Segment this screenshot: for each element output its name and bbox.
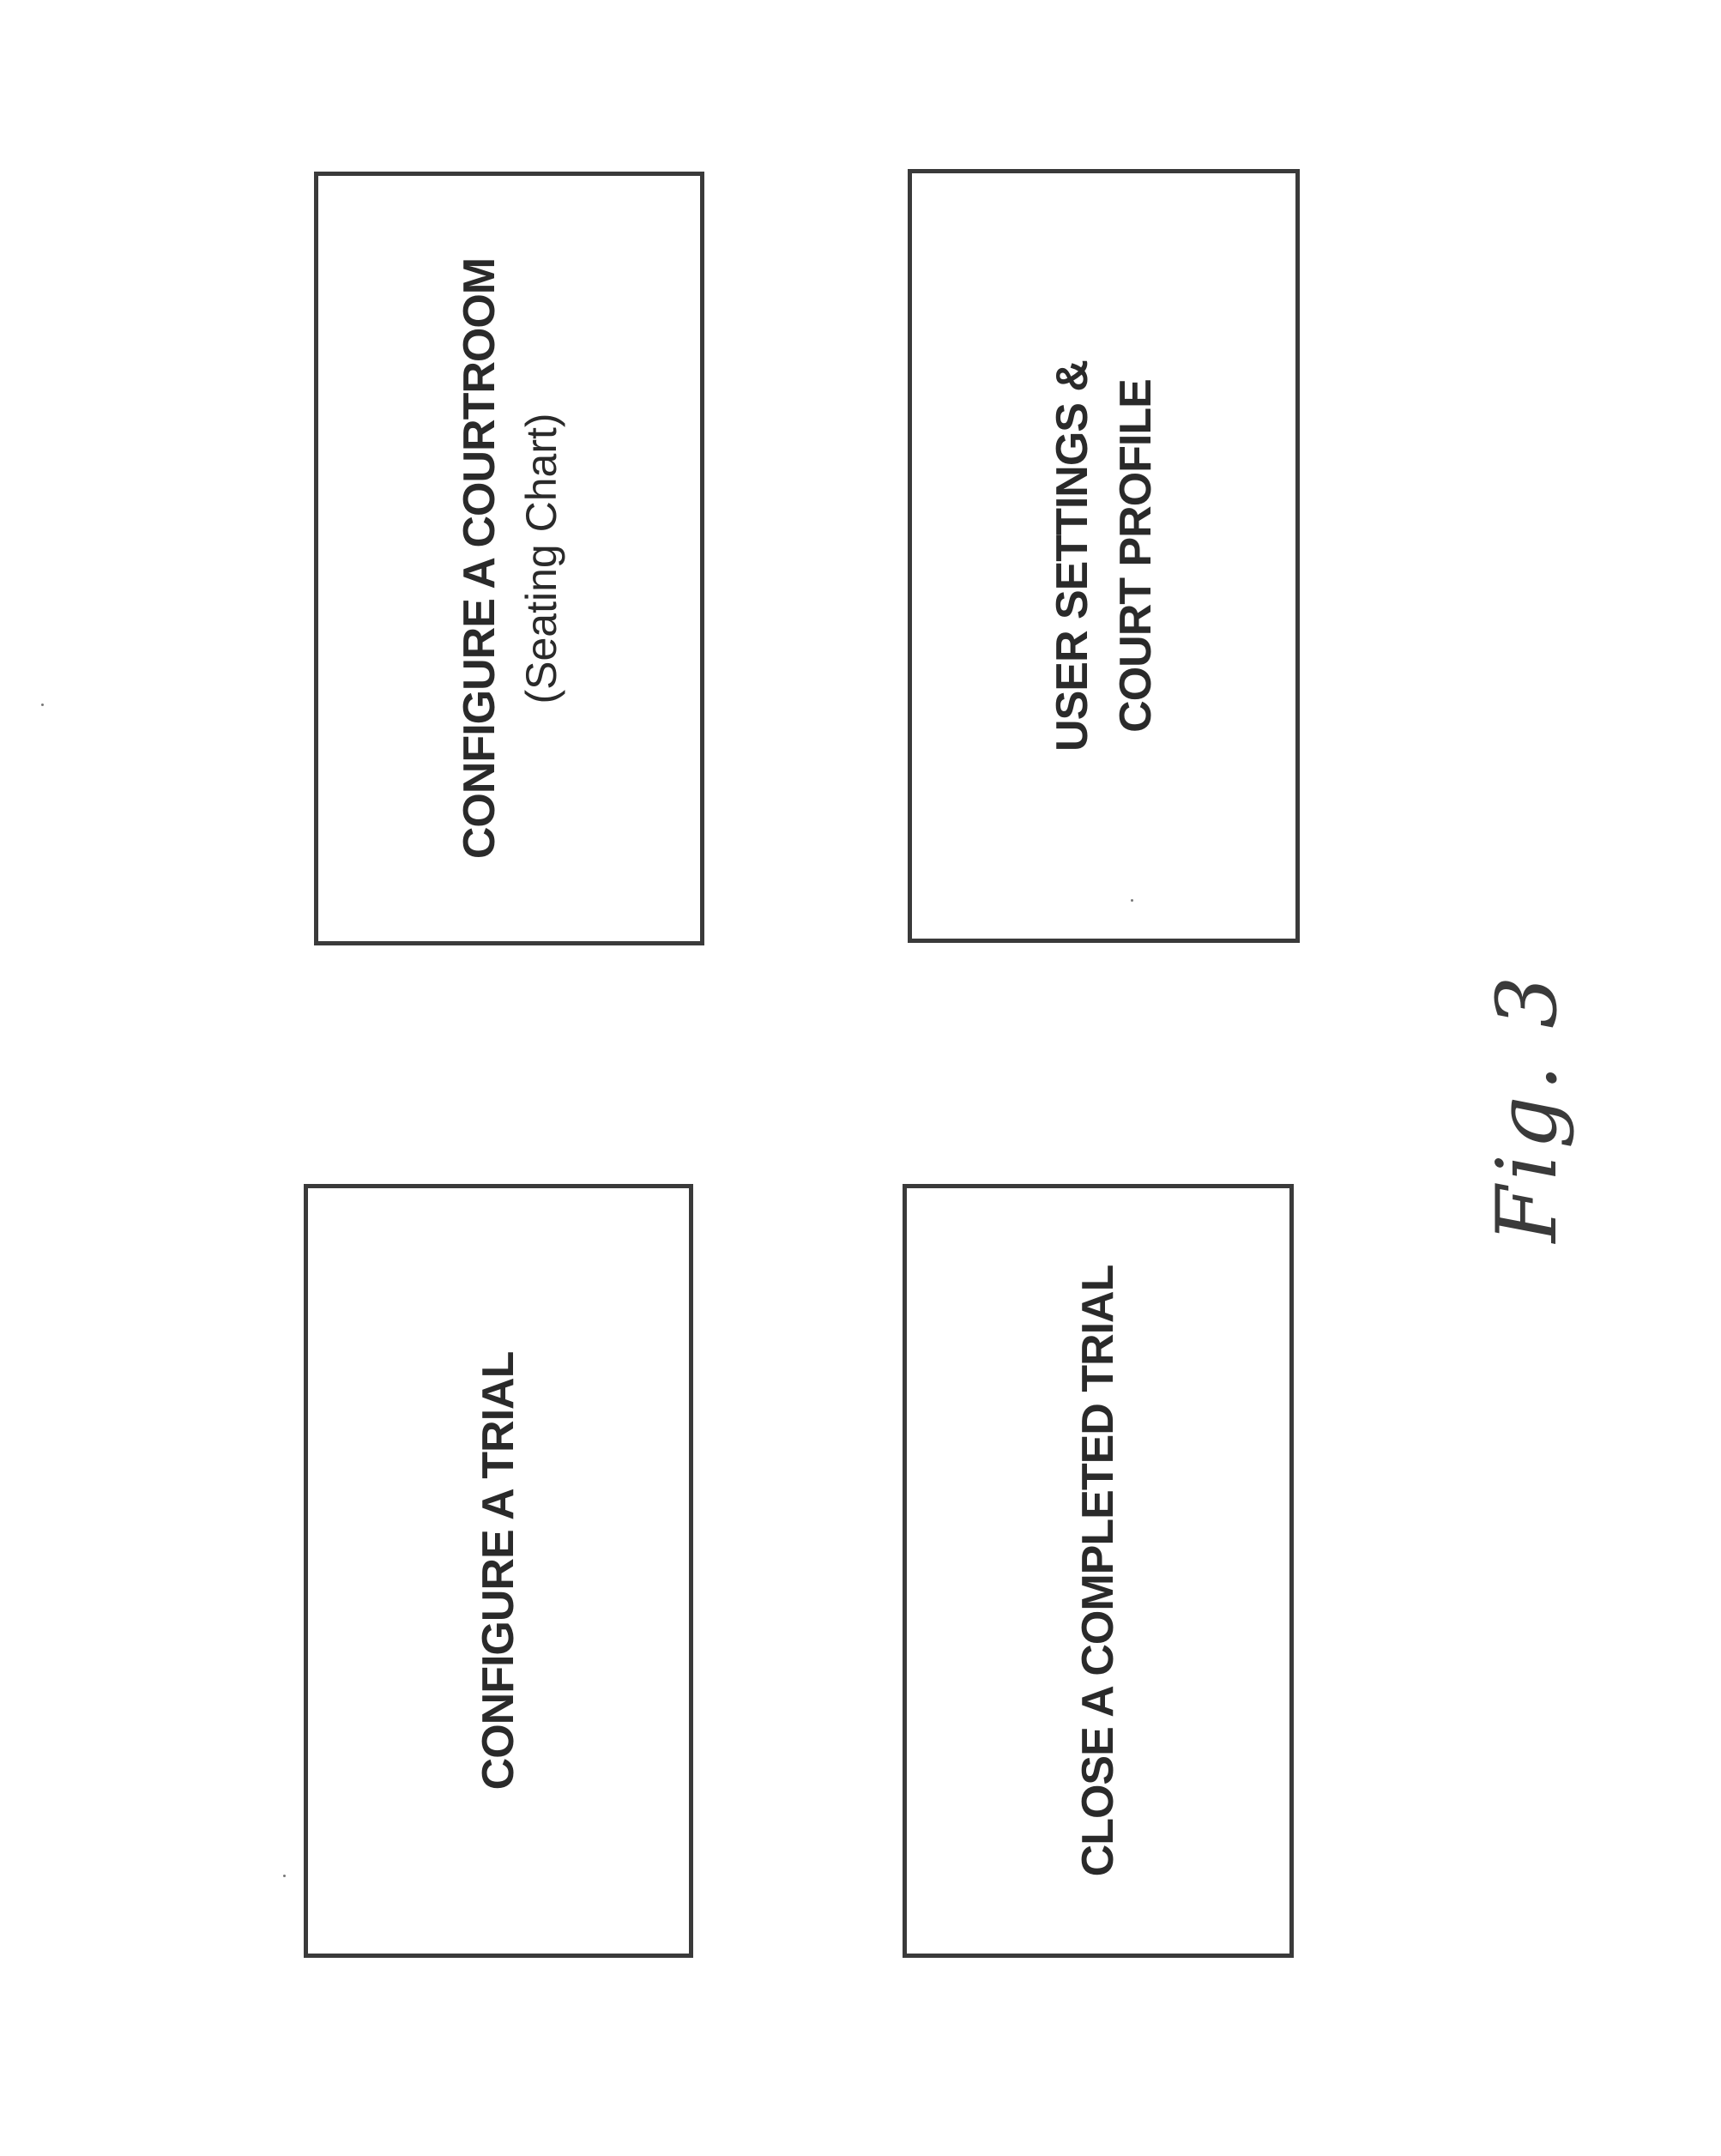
scan-speck <box>283 1875 286 1877</box>
configure-courtroom-button[interactable]: CONFIGURE A COURTROOM (Seating Chart) <box>314 172 704 945</box>
close-completed-trial-button[interactable]: CLOSE A COMPLETED TRIAL <box>903 1184 1294 1958</box>
user-settings-text: USER SETTINGS & COURT PROFILE <box>1041 360 1168 752</box>
close-completed-trial-label: CLOSE A COMPLETED TRIAL <box>1066 1265 1130 1877</box>
user-settings-label: USER SETTINGS & <box>1041 360 1104 752</box>
scan-speck <box>1131 899 1133 902</box>
configure-trial-label: CONFIGURE A TRIAL <box>467 1352 530 1791</box>
configure-courtroom-label: CONFIGURE A COURTROOM <box>448 258 511 859</box>
scan-speck <box>41 704 44 706</box>
seating-chart-sublabel: (Seating Chart) <box>511 258 571 859</box>
configure-trial-text: CONFIGURE A TRIAL <box>467 1352 530 1791</box>
configure-trial-button[interactable]: CONFIGURE A TRIAL <box>304 1184 693 1958</box>
close-completed-trial-text: CLOSE A COMPLETED TRIAL <box>1066 1265 1130 1877</box>
user-settings-button[interactable]: USER SETTINGS & COURT PROFILE <box>908 169 1300 943</box>
configure-courtroom-text: CONFIGURE A COURTROOM (Seating Chart) <box>448 258 571 859</box>
court-profile-label: COURT PROFILE <box>1104 360 1168 752</box>
figure-label: Fig. 3 <box>1479 971 1575 1243</box>
